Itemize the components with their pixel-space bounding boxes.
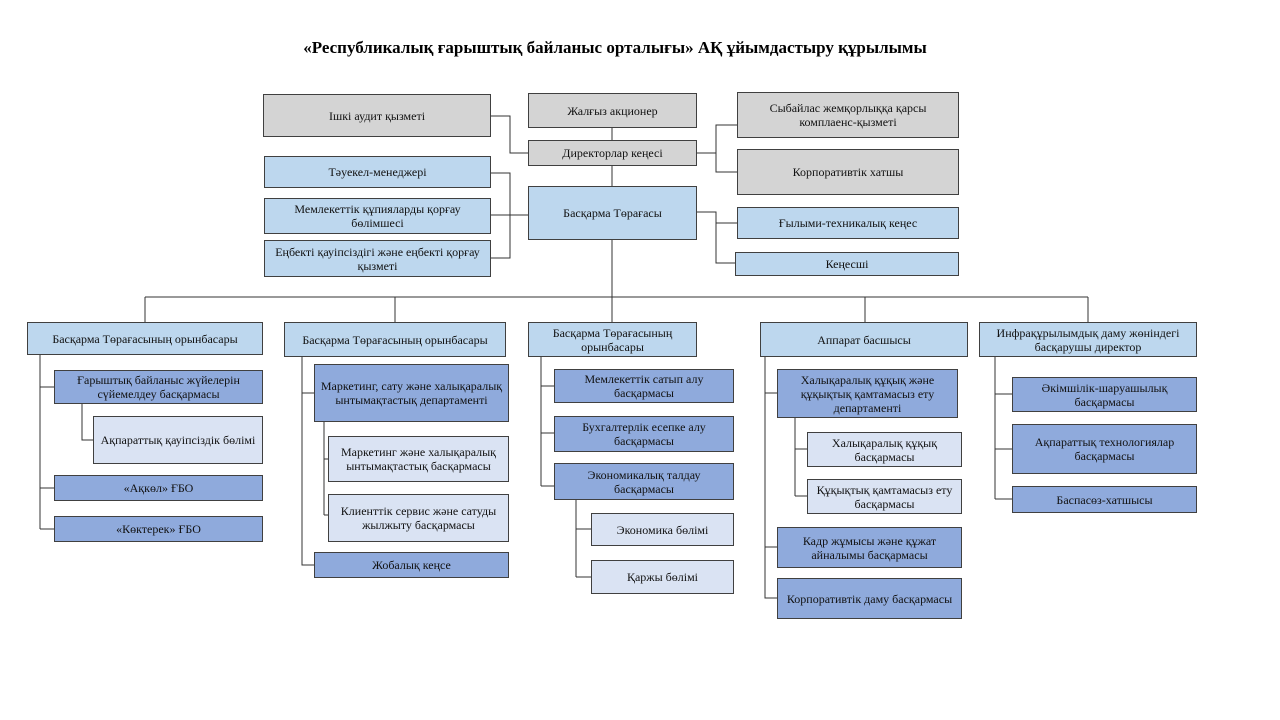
corporate-secretary-box: Корпоративтік хатшы [737,149,959,195]
state-secrets-box: Мемлекеттік құпияларды қорғау бөлімшесі [264,198,491,234]
col4-item-box: Корпоративтік даму басқармасы [777,578,962,619]
col2-item-box: Маркетинг, сату және халықаралық ынтымақ… [314,364,509,422]
col2-item-box: Маркетинг және халықаралық ынтымақтастық… [328,436,509,482]
page-title: «Республикалық ғарыштық байланыс орталығ… [303,38,927,57]
col3-item-box: Қаржы бөлімі [591,560,734,594]
col3-item-box: Мемлекеттік сатып алу басқармасы [554,369,734,403]
col4-head-box: Аппарат басшысы [760,322,968,357]
col2-item-box: Клиенттік сервис және сатуды жылжыту бас… [328,494,509,542]
sole-shareholder-box: Жалғыз акционер [528,93,697,128]
col4-item-box: Халықаралық құқық басқармасы [807,432,962,467]
col3-item-box: Экономикалық талдау басқармасы [554,463,734,500]
advisor-box: Кеңесші [735,252,959,276]
board-of-directors-box: Директорлар кеңесі [528,140,697,166]
internal-audit-box: Ішкі аудит қызметі [263,94,491,137]
col2-head-box: Басқарма Төрағасының орынбасары [284,322,506,357]
col5-item-box: Әкімшілік-шаруашылық басқармасы [1012,377,1197,412]
col3-item-box: Бухгалтерлік есепке алу басқармасы [554,416,734,452]
col4-item-box: Кадр жұмысы және құжат айналымы басқарма… [777,527,962,568]
scientific-council-box: Ғылыми-техникалық кеңес [737,207,959,239]
col5-item-box: Баспасөз-хатшысы [1012,486,1197,513]
col1-item-box: Ғарыштық байланыс жүйелерін сүйемелдеу б… [54,370,263,404]
col5-item-box: Ақпараттық технологиялар басқармасы [1012,424,1197,474]
anti-corruption-box: Сыбайлас жемқорлыққа қарсы комплаенс-қыз… [737,92,959,138]
col4-item-box: Халықаралық құқық және құқықтық қамтамас… [777,369,958,418]
col3-item-box: Экономика бөлімі [591,513,734,546]
col3-head-box: Басқарма Төрағасының орынбасары [528,322,697,357]
chairman-box: Басқарма Төрағасы [528,186,697,240]
col4-item-box: Құқықтық қамтамасыз ету басқармасы [807,479,962,514]
labor-safety-box: Еңбекті қауіпсіздігі және еңбекті қорғау… [264,240,491,277]
col1-item-box: «Көктерек» ҒБО [54,516,263,542]
risk-manager-box: Тәуекел-менеджері [264,156,491,188]
col1-item-box: «Ақкөл» ҒБО [54,475,263,501]
col5-head-box: Инфрақұрылымдық даму жөніндегі басқарушы… [979,322,1197,357]
col1-head-box: Басқарма Төрағасының орынбасары [27,322,263,355]
col1-item-box: Ақпараттық қауіпсіздік бөлімі [93,416,263,464]
col2-item-box: Жобалық кеңсе [314,552,509,578]
